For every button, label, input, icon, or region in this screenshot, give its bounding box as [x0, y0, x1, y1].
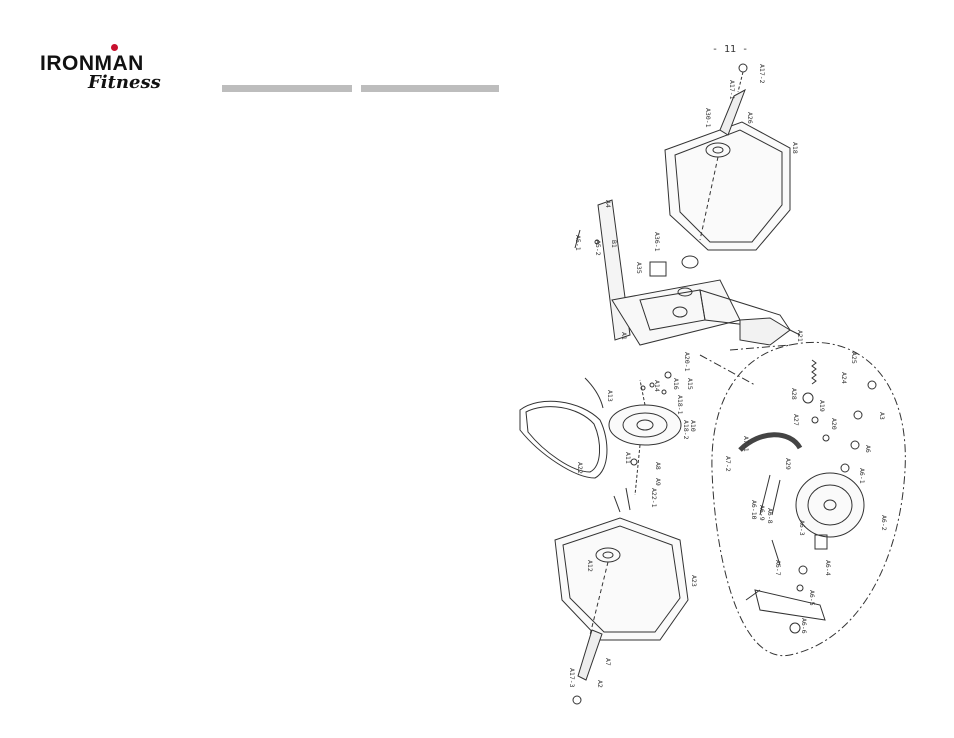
upper-crank-arm [719, 63, 748, 136]
part-label: A36-1 [653, 232, 661, 252]
part-label: A5-1 [574, 235, 582, 251]
part-label: A11 [624, 452, 632, 464]
part-label: A6-3 [798, 520, 806, 536]
part-label: A6-10 [750, 500, 758, 520]
part-label: A35 [635, 262, 643, 274]
part-label: A4 [604, 200, 612, 208]
part-label: A6 [864, 445, 872, 453]
tension-spring [811, 359, 817, 385]
part-label: A7 [604, 658, 612, 666]
detail-callout-oval [711, 341, 906, 657]
lower-crank-arm [572, 629, 603, 705]
part-label: A6-4 [824, 560, 832, 576]
part-label: A6-2 [880, 515, 888, 531]
part-label: A3 [878, 412, 886, 420]
left-housing [554, 517, 689, 641]
part-label: A16 [672, 378, 680, 390]
part-label: A2 [596, 680, 604, 688]
pulley-wheel [608, 379, 682, 496]
part-label: A18-1 [676, 395, 684, 415]
part-label: A1 [620, 332, 628, 340]
part-label: A17-2 [758, 64, 766, 84]
part-label: A28 [790, 388, 798, 400]
frame-bolts [574, 229, 672, 513]
part-label: B1 [610, 240, 618, 248]
part-label: A26 [746, 112, 754, 124]
part-label: A9 [654, 478, 662, 486]
detail-small-parts [745, 380, 877, 634]
part-label: A7-2 [724, 456, 732, 472]
right-housing [664, 121, 791, 251]
part-label: A17-3 [568, 668, 576, 688]
sensor-cable [584, 377, 604, 409]
part-label: A6-7 [774, 560, 782, 576]
part-label: A18 [791, 142, 799, 154]
part-label: A7-1 [742, 436, 750, 452]
magnet-arc [738, 432, 803, 452]
part-label: A5-2 [594, 240, 602, 256]
part-label: A13 [606, 390, 614, 402]
part-label-group: A17-1 A17-2 A30-1 A26 A18 A4 A5-1 A5-2 B… [568, 64, 888, 688]
part-label: A29 [784, 458, 792, 470]
part-label: A23 [690, 575, 698, 587]
flywheel [795, 472, 865, 538]
rear-tube [739, 317, 801, 346]
part-label: A12 [586, 560, 594, 572]
part-label: A20-1 [683, 352, 691, 372]
drive-belt [519, 400, 608, 479]
part-label: A22 [576, 462, 584, 474]
part-label: A27 [792, 414, 800, 426]
part-label: A21 [796, 330, 804, 342]
part-label: A20 [830, 418, 838, 430]
part-label: A8 [654, 462, 662, 470]
logo-brand-text: IRONMAN [40, 52, 144, 75]
part-label: A19 [818, 400, 826, 412]
part-label: A6-1 [858, 468, 866, 484]
part-label: A6-9 [758, 505, 766, 521]
part-label: A18-2 [682, 420, 690, 440]
page-number: - 11 - [712, 44, 749, 55]
part-label: A17-1 [728, 80, 736, 100]
logo-dot [111, 44, 118, 51]
part-label: A24 [840, 372, 848, 384]
part-label: A10 [689, 420, 697, 432]
part-label: A6-5 [808, 590, 816, 606]
part-label: A25 [850, 352, 858, 364]
header-bar-left [222, 85, 352, 92]
part-label: A6-8 [766, 508, 774, 524]
part-label: A30-1 [704, 108, 712, 128]
ironman-fitness-logo: IRONMAN Fitness [40, 42, 170, 94]
part-label: A22-1 [650, 488, 658, 508]
part-label: A15 [686, 378, 694, 390]
main-frame [597, 199, 792, 346]
part-label: A6-6 [800, 618, 808, 634]
part-label: A14 [653, 380, 661, 392]
logo-tagline-text: Fitness [88, 72, 161, 93]
header-bar-right [361, 85, 499, 92]
